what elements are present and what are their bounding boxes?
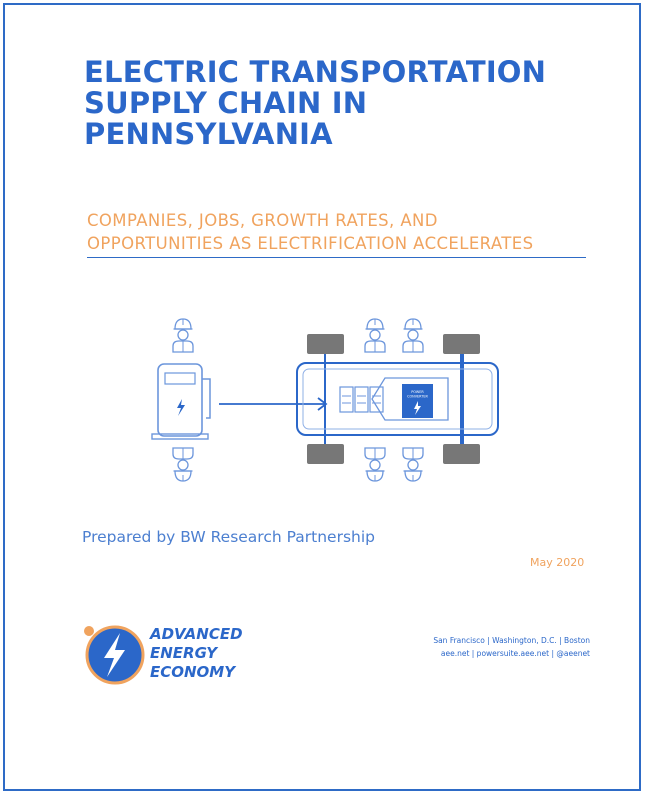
title-line-3: PENNSYLVANIA — [84, 117, 333, 151]
worker-icon — [172, 318, 194, 353]
title-divider — [87, 257, 586, 258]
arrow-icon — [219, 397, 328, 411]
battery-icon — [339, 386, 384, 413]
page-border — [3, 3, 641, 791]
subtitle-line-1: COMPANIES, JOBS, GROWTH RATES, AND — [87, 211, 438, 230]
logo-line-1: ADVANCED — [150, 625, 243, 643]
report-subtitle: COMPANIES, JOBS, GROWTH RATES, AND OPPOR… — [87, 209, 607, 255]
web-links: aee.net | powersuite.aee.net | @aeenet — [440, 649, 590, 658]
worker-icon — [364, 447, 386, 482]
logo-line-2: ENERGY — [150, 644, 218, 662]
prepared-by: Prepared by BW Research Partnership — [82, 528, 375, 546]
charging-station-icon — [151, 363, 211, 440]
power-converter-icon: POWER CONVERTER — [402, 384, 433, 418]
title-line-1: ELECTRIC TRANSPORTATION — [84, 55, 547, 89]
worker-icon — [402, 318, 424, 353]
office-locations: San Francisco | Washington, D.C. | Bosto… — [433, 636, 590, 645]
subtitle-line-2: OPPORTUNITIES AS ELECTRIFICATION ACCELER… — [87, 234, 534, 253]
contact-info: San Francisco | Washington, D.C. | Bosto… — [433, 634, 590, 660]
vehicle-chassis-icon — [296, 334, 499, 464]
worker-icon — [172, 447, 194, 482]
lightning-icon — [414, 401, 421, 415]
publication-date: May 2020 — [530, 556, 585, 569]
worker-icon — [402, 447, 424, 482]
aee-logo-icon — [84, 625, 145, 685]
converter-label-line-2: CONVERTER — [407, 395, 428, 399]
supply-chain-illustration: POWER CONVERTER — [151, 318, 499, 482]
title-line-2: SUPPLY CHAIN IN — [84, 86, 368, 120]
worker-icon — [364, 318, 386, 353]
logo-line-3: ECONOMY — [150, 663, 236, 681]
report-title: ELECTRIC TRANSPORTATION SUPPLY CHAIN IN … — [84, 57, 624, 150]
aee-logo-wordmark: ADVANCED ENERGY ECONOMY — [150, 625, 243, 682]
converter-label-line-1: POWER — [411, 390, 424, 394]
lightning-icon — [104, 633, 125, 677]
